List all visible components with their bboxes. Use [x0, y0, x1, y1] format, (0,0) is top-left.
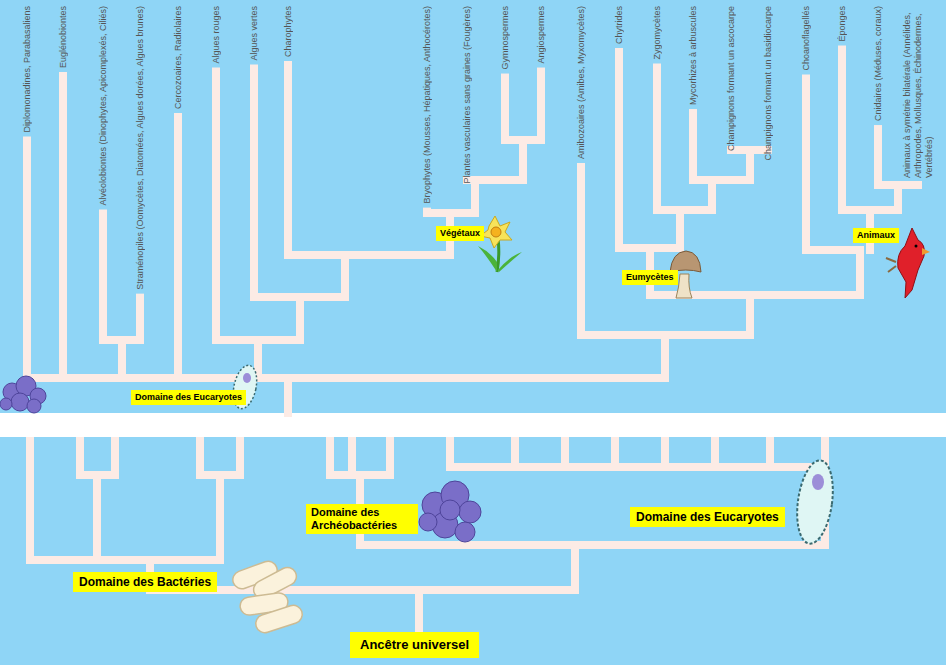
- taxon-label: Diplomonadines, Parabasaliens: [22, 6, 33, 133]
- taxon-label: Angiospermes: [536, 6, 547, 64]
- taxon-label: Champignons formant un basidiocarpe: [763, 6, 774, 161]
- clade-text: Végétaux: [440, 228, 480, 239]
- leaf-branch: [653, 64, 661, 214]
- leaf-branch: [23, 137, 31, 382]
- taxon-label: Éponges: [837, 6, 848, 42]
- clade-text: Domaine des Bactéries: [79, 575, 211, 589]
- clade-label: Animaux: [853, 228, 899, 243]
- branches: [27, 140, 918, 634]
- taxon-label: Algues vertes: [249, 6, 260, 61]
- taxon-label: Plantes vasculaires sans graines (Fougèr…: [462, 6, 473, 184]
- flower-icon: [478, 216, 522, 272]
- clade-label: Domaine des Archéobactéries: [306, 504, 418, 534]
- clade-label: Ancêtre universel: [350, 632, 479, 658]
- leaf-branch: [838, 46, 846, 214]
- clade-label: Domaine des Eucaryotes: [131, 390, 246, 405]
- eukaryote-cell-icon: [792, 458, 837, 546]
- clade-text: Domaine des Archéobactéries: [311, 506, 413, 532]
- bacteria-icon: [230, 559, 304, 635]
- bottom-panel: [0, 437, 946, 665]
- taxon-label: Bryophytes (Mousses, Hépatiques, Anthocé…: [422, 6, 433, 204]
- clade-text: Ancêtre universel: [360, 637, 469, 653]
- archaea-icon: [419, 481, 481, 542]
- taxon-label: Champignons formant un ascocarpe: [726, 6, 737, 151]
- taxon-label: Straménopiles (Oomycètes, Diatomées, Alg…: [135, 6, 146, 290]
- taxon-label: Euglénobiontes: [58, 6, 69, 68]
- taxon-label: Amibozoaires (Amibes, Myxomycètes): [576, 6, 587, 159]
- leaf-branch: [914, 182, 922, 189]
- leaf-branch: [501, 74, 509, 144]
- leaf-branch: [423, 208, 431, 217]
- clade-label: Eumycètes: [622, 270, 678, 285]
- taxon-label: Chytrides: [614, 6, 625, 44]
- leaf-branch: [615, 48, 623, 252]
- leaf-branch: [689, 109, 697, 184]
- clade-text: Eumycètes: [626, 272, 674, 283]
- taxon-label: Charophytes: [283, 6, 294, 57]
- taxon-label: Zygomycètes: [652, 6, 663, 60]
- clade-text: Domaine des Eucaryotes: [135, 392, 242, 403]
- taxon-label: Choanoflagellés: [801, 6, 812, 71]
- leaf-branch: [136, 294, 144, 344]
- leaf-branch: [284, 61, 292, 259]
- taxon-label: Cnidaires (Méduses, coraux): [873, 6, 884, 121]
- leaf-branch: [99, 210, 107, 344]
- leaf-branch: [250, 65, 258, 301]
- taxon-label: Cercozoaires, Radiolaires: [173, 6, 184, 109]
- leaf-branch: [59, 72, 67, 382]
- taxon-label: Mycorhizes à arbuscules: [688, 6, 699, 105]
- clade-label: Domaine des Bactéries: [73, 572, 217, 592]
- leaf-branch: [174, 113, 182, 382]
- clade-label: Domaine des Eucaryotes: [630, 507, 785, 527]
- leaf-branch: [577, 163, 585, 339]
- clade-text: Animaux: [857, 230, 895, 241]
- clade-label: Végétaux: [436, 226, 484, 241]
- taxon-label: Algues rouges: [211, 6, 222, 64]
- leaf-branches: [27, 46, 918, 382]
- archaea-icon: [0, 376, 46, 413]
- taxon-label: Gymnospermes: [500, 6, 511, 70]
- leaf-branch: [802, 75, 810, 254]
- leaf-branch: [874, 125, 882, 189]
- clade-text: Domaine des Eucaryotes: [636, 510, 779, 524]
- leaf-branch: [537, 68, 545, 144]
- taxon-label: Alvéolobiontes (Dinophytes, Apicomplexés…: [98, 6, 109, 206]
- taxon-label: Animaux à symétrie bilatérale (Annélides…: [902, 6, 935, 178]
- leaf-branch: [212, 68, 220, 344]
